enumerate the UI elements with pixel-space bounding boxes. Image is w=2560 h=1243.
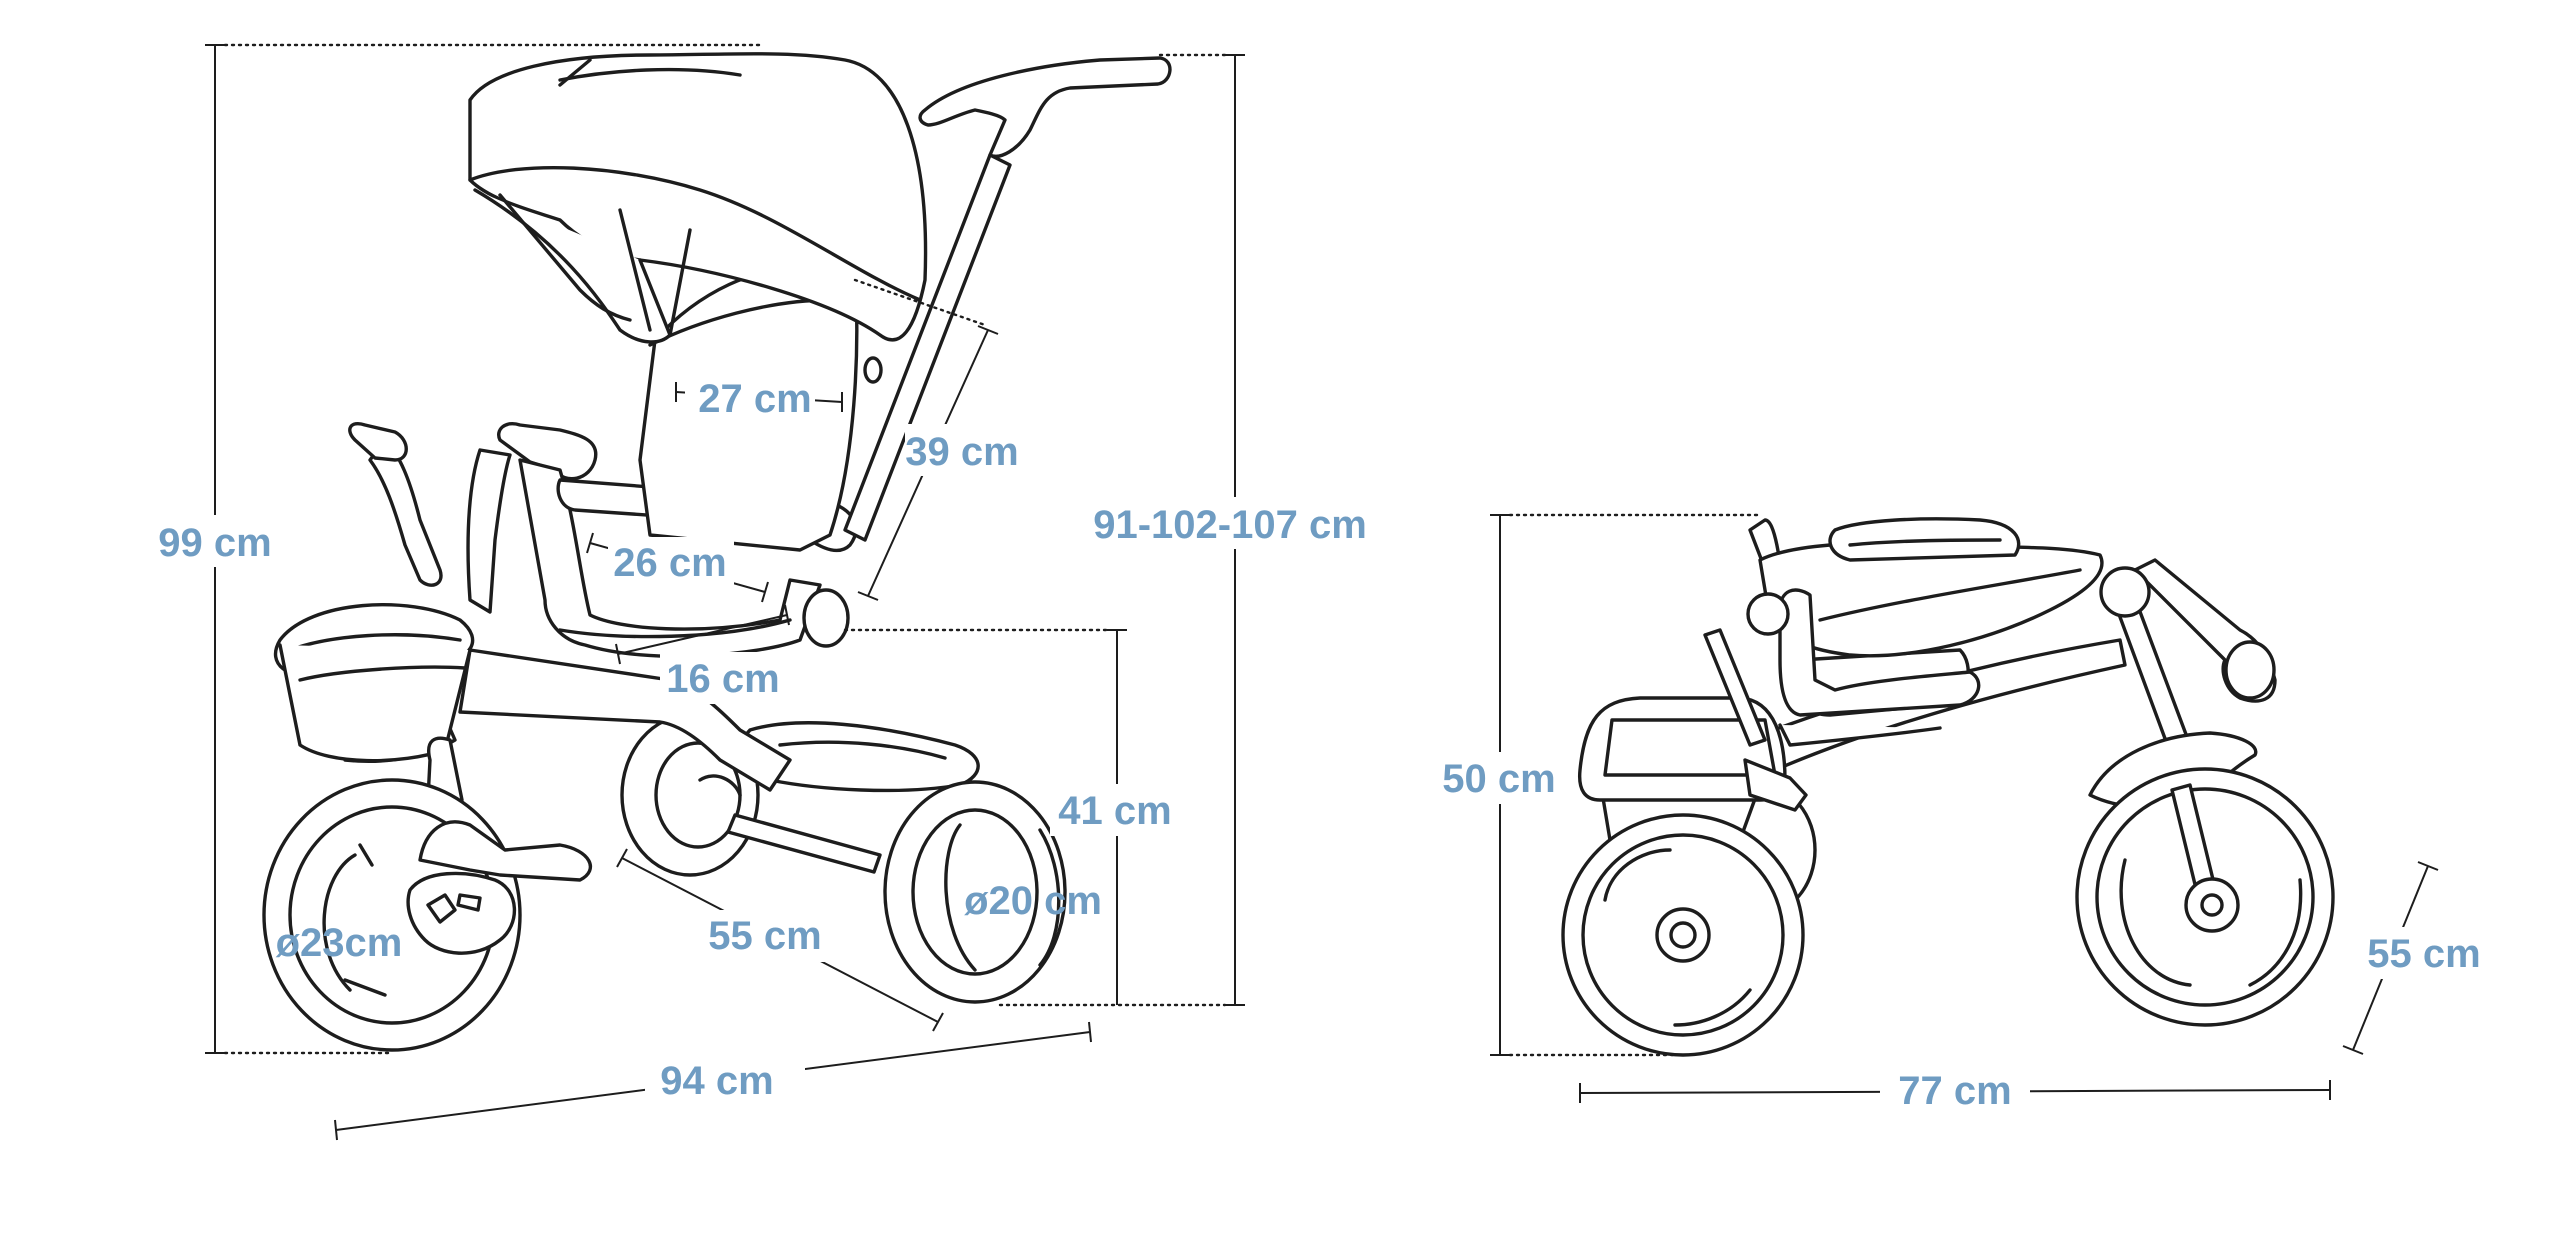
dimension-labels: 99 cm 91-102-107 cm 27 cm 39 cm 26 cm 16… xyxy=(150,373,2490,1116)
folded-seat xyxy=(1746,517,2104,747)
folded-width-label: 55 cm xyxy=(2367,932,2480,976)
folded-front-wheel xyxy=(2075,767,2335,1027)
folded-height-label: 50 cm xyxy=(1442,757,1555,801)
push-handle xyxy=(843,56,1172,542)
backrest-width-label: 27 cm xyxy=(698,377,811,421)
handle-height-label: 91-102-107 cm xyxy=(1093,503,1367,547)
overall-length-label: 94 cm xyxy=(660,1059,773,1103)
front-pedals xyxy=(406,820,593,955)
folded-rear-wheel xyxy=(1561,813,1805,1057)
rear-width-label: 55 cm xyxy=(708,914,821,958)
rear-near-wheel xyxy=(883,780,1067,1004)
folded-handlebar xyxy=(2099,558,2277,754)
seat-width-label: 26 cm xyxy=(613,541,726,585)
rear-wheel-diameter-label: ø20 cm xyxy=(964,879,1102,923)
rear-axle xyxy=(726,813,882,874)
canopy xyxy=(468,52,928,344)
seat-height-label: 41 cm xyxy=(1058,789,1171,833)
folded-length-label: 77 cm xyxy=(1898,1069,2011,1113)
handlebar xyxy=(348,422,598,614)
tricycle-assembled-drawing xyxy=(262,52,1172,1052)
backrest-height-label: 39 cm xyxy=(905,430,1018,474)
overall-height-label: 99 cm xyxy=(158,521,271,565)
front-basket xyxy=(273,603,475,763)
front-wheel-diameter-label: ø23cm xyxy=(276,921,403,965)
seat-depth-label: 16 cm xyxy=(666,657,779,701)
tricycle-folded-drawing xyxy=(1561,517,2335,1057)
